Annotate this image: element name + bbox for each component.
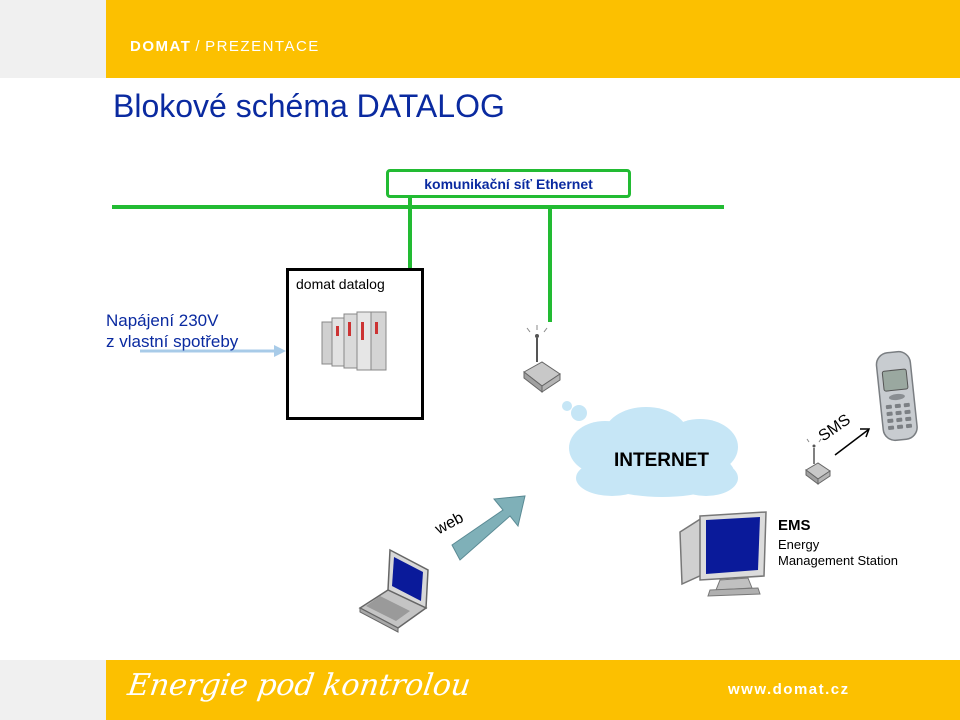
header-section: PREZENTACE bbox=[205, 38, 320, 55]
power-label-line2: z vlastní spotřeby bbox=[106, 332, 239, 351]
footer-left-strip bbox=[0, 660, 106, 720]
footer-slogan: Energie pod kontrolou bbox=[125, 668, 473, 703]
power-label: Napájení 230V z vlastní spotřeby bbox=[106, 310, 238, 352]
cloud-icon bbox=[562, 401, 738, 497]
header-separator: / bbox=[195, 38, 202, 55]
laptop-icon bbox=[358, 548, 429, 633]
gsm-modem-small-icon bbox=[805, 438, 831, 485]
header-left-strip bbox=[0, 0, 106, 78]
gsm-modem-icon bbox=[523, 325, 561, 394]
desktop-pc-icon bbox=[679, 511, 767, 597]
power-arrow bbox=[140, 345, 286, 357]
power-label-line1: Napájení 230V bbox=[106, 311, 219, 330]
ems-title: EMS bbox=[778, 517, 811, 534]
ethernet-label: komunikační síť Ethernet bbox=[386, 169, 631, 198]
header-bar bbox=[106, 0, 960, 78]
ems-description: Energy Management Station bbox=[778, 537, 898, 568]
datalog-box bbox=[286, 268, 424, 420]
plc-module-icon bbox=[321, 311, 387, 371]
sms-arrow bbox=[834, 428, 871, 456]
datalog-label: domat datalog bbox=[296, 276, 385, 292]
web-arrow bbox=[451, 495, 526, 561]
mobile-phone-icon bbox=[875, 350, 918, 442]
page-title: Blokové schéma DATALOG bbox=[113, 88, 505, 124]
header-text: DOMAT/PREZENTACE bbox=[130, 38, 320, 55]
footer-website-link[interactable]: www.domat.cz bbox=[728, 681, 850, 698]
internet-label: INTERNET bbox=[614, 450, 709, 471]
header-brand: DOMAT bbox=[130, 38, 192, 55]
footer-bar bbox=[106, 660, 960, 720]
